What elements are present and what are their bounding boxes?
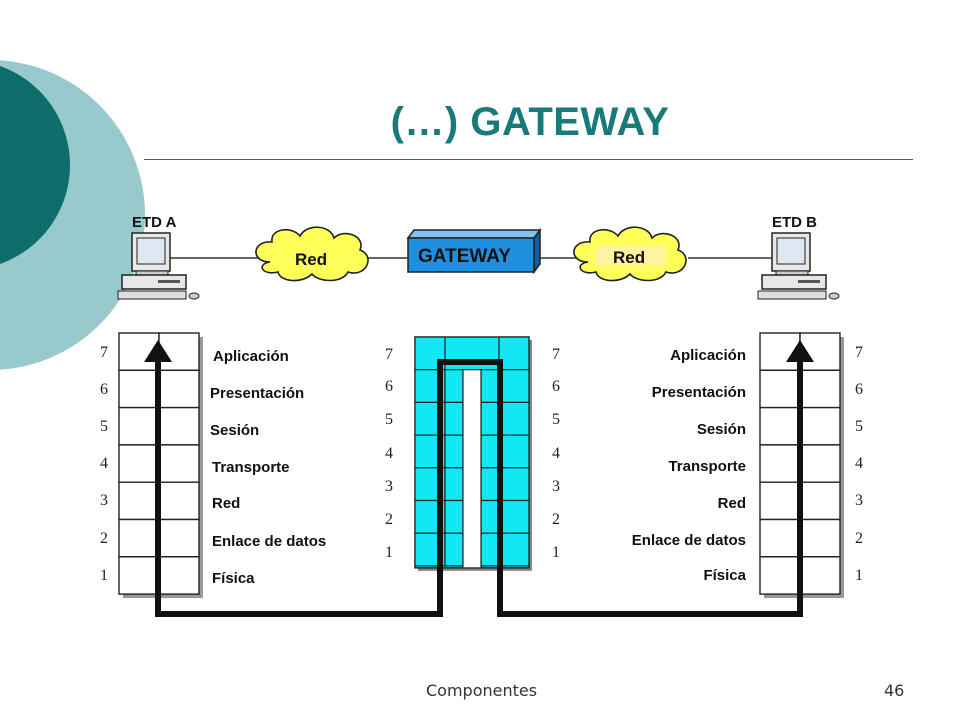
gateway-label: GATEWAY xyxy=(418,246,511,267)
gateway-layer-cell xyxy=(414,336,530,371)
layer-label: Presentación xyxy=(652,384,746,401)
footer-section-name: Componentes xyxy=(426,681,538,700)
layer-number: 1 xyxy=(552,544,560,561)
cloud-icon-left xyxy=(255,226,369,282)
red-label-right: Red xyxy=(613,248,645,267)
layer-number: 1 xyxy=(855,567,863,584)
layer-number: 5 xyxy=(385,411,393,428)
cloud-icon-right xyxy=(573,226,687,282)
osi-layer-cell xyxy=(118,406,200,446)
up-arrow-icon xyxy=(786,340,814,362)
layer-number: 2 xyxy=(385,511,393,528)
title-divider xyxy=(144,159,913,160)
layer-number: 3 xyxy=(100,492,108,509)
osi-stack-left xyxy=(118,332,203,599)
layer-number: 5 xyxy=(100,418,108,435)
computer-icon-a xyxy=(117,232,200,300)
layer-numbers-right: 7 6 5 4 3 2 1 xyxy=(855,344,863,584)
layer-label: Red xyxy=(212,495,240,512)
layer-number: 2 xyxy=(552,511,560,528)
data-path-line xyxy=(155,359,803,617)
osi-layer-cell xyxy=(118,369,200,409)
up-arrow-icon xyxy=(144,340,172,362)
layer-number: 6 xyxy=(552,378,560,395)
layer-number: 6 xyxy=(100,381,108,398)
layer-label: Enlace de datos xyxy=(212,533,326,550)
etd-a-label: ETD A xyxy=(132,214,177,231)
layer-labels-left: AplicaciónPresentaciónSesiónTransporteRe… xyxy=(210,348,326,587)
layer-number: 5 xyxy=(855,418,863,435)
layer-label: Enlace de datos xyxy=(632,532,746,549)
gateway-layer-cell xyxy=(414,467,530,502)
decor-circle-dark xyxy=(0,66,70,264)
layer-label: Presentación xyxy=(210,385,304,402)
osi-layer-cell xyxy=(118,481,200,521)
layer-number: 1 xyxy=(100,567,108,584)
layer-numbers-left: 7 6 5 4 3 2 1 xyxy=(100,344,108,584)
osi-layer-cell xyxy=(118,518,200,558)
layer-number: 3 xyxy=(552,478,560,495)
layer-labels-right: AplicaciónPresentaciónSesiónTransporteRe… xyxy=(632,347,747,584)
layer-label: Red xyxy=(718,495,746,512)
layer-number: 4 xyxy=(855,455,863,472)
layer-number: 2 xyxy=(855,530,863,547)
layer-number: 3 xyxy=(855,492,863,509)
layer-number: 4 xyxy=(385,445,393,462)
slide-title: (…) GATEWAY xyxy=(390,100,670,144)
osi-layer-cell xyxy=(759,518,841,558)
layer-label: Transporte xyxy=(212,459,290,476)
layer-number: 4 xyxy=(100,455,108,472)
layer-number: 7 xyxy=(552,346,560,363)
osi-layer-cell xyxy=(118,332,200,371)
layer-number: 3 xyxy=(385,478,393,495)
layer-label: Física xyxy=(212,570,255,587)
layer-numbers-gateway-left: 7 6 5 4 3 2 1 xyxy=(385,346,393,561)
red-label-left: Red xyxy=(295,250,327,269)
layer-number: 1 xyxy=(385,544,393,561)
page-number: 46 xyxy=(884,681,905,700)
layer-label: Aplicación xyxy=(213,348,289,365)
layer-number: 6 xyxy=(855,381,863,398)
layer-label: Sesión xyxy=(210,422,259,439)
layer-label: Física xyxy=(703,567,746,584)
layer-numbers-gateway-right: 7 6 5 4 3 2 1 xyxy=(552,346,560,561)
layer-number: 7 xyxy=(100,344,108,361)
layer-number: 7 xyxy=(385,346,393,363)
osi-layer-cell xyxy=(118,444,200,483)
etd-b-label: ETD B xyxy=(772,214,817,231)
layer-number: 2 xyxy=(100,530,108,547)
layer-number: 4 xyxy=(552,445,560,462)
layer-number: 6 xyxy=(385,378,393,395)
osi-layer-cell xyxy=(118,556,200,595)
layer-label: Transporte xyxy=(668,458,746,475)
osi-layer-cell xyxy=(759,556,841,595)
gateway-box-icon xyxy=(406,227,542,275)
layer-number: 7 xyxy=(855,344,863,361)
layer-label: Sesión xyxy=(697,421,746,438)
layer-label: Aplicación xyxy=(670,347,746,364)
osi-layer-cell xyxy=(759,481,841,521)
layer-number: 5 xyxy=(552,411,560,428)
osi-stack-gateway xyxy=(414,336,532,571)
osi-stack-right xyxy=(759,332,844,599)
computer-icon-b xyxy=(757,232,840,300)
